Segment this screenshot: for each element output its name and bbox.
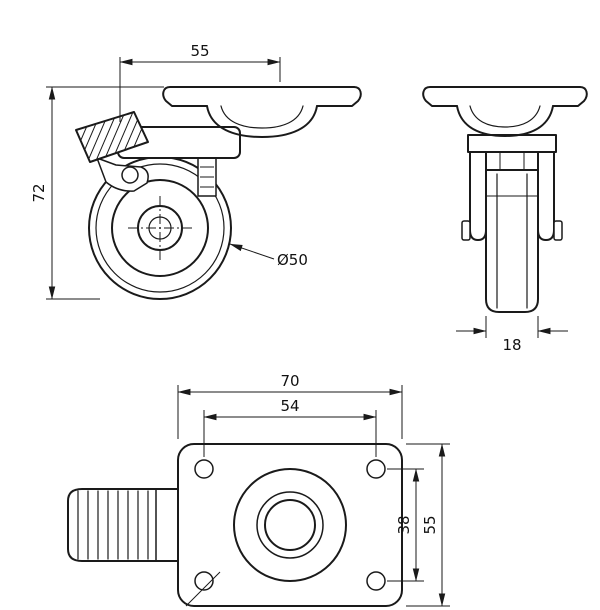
bolt-hole-top-right bbox=[366, 459, 386, 479]
top-plate-side bbox=[422, 86, 588, 137]
bolt-hole-top-left bbox=[194, 459, 214, 479]
dimension-plate-length: 70 bbox=[177, 372, 403, 439]
mounting-plate bbox=[177, 443, 403, 607]
fork-crown bbox=[467, 134, 557, 153]
fork-leg-right bbox=[537, 151, 555, 241]
dimension-bolt-spacing-length: 54 bbox=[203, 397, 377, 457]
swivel-dome-front bbox=[206, 105, 318, 138]
brake-block-side bbox=[485, 151, 539, 171]
top-view bbox=[67, 443, 403, 607]
axle-nub-right bbox=[553, 220, 563, 241]
side-view bbox=[422, 86, 588, 313]
dim-text-55-side: 55 bbox=[421, 515, 439, 534]
top-plate-front bbox=[162, 86, 362, 138]
axle-nub-left bbox=[461, 220, 471, 241]
front-view bbox=[75, 86, 362, 300]
swivel-raceway bbox=[233, 468, 347, 582]
brake-pivot bbox=[121, 166, 139, 184]
dim-text-54: 54 bbox=[280, 397, 299, 415]
dim-text-70: 70 bbox=[280, 372, 299, 390]
dimension-plate-width: 55 bbox=[406, 443, 450, 607]
dim-text-wheel-dia: Ø50 bbox=[277, 251, 308, 269]
brake-lever-plate bbox=[197, 156, 217, 197]
wheel-side bbox=[485, 169, 539, 313]
dim-text-18: 18 bbox=[502, 336, 521, 354]
swivel-dome-side bbox=[456, 105, 554, 137]
bolt-hole-bottom-left bbox=[194, 571, 214, 591]
fork-leg-left bbox=[469, 151, 487, 241]
dimension-bolt-spacing-width: 38 bbox=[387, 468, 424, 582]
dim-text-55-top: 55 bbox=[190, 42, 209, 60]
wheel-top bbox=[67, 488, 179, 562]
dimension-overall-height: 72 bbox=[30, 86, 164, 300]
dimension-wheel-diameter: Ø50 bbox=[229, 243, 308, 269]
hole-center-mark bbox=[185, 571, 221, 607]
dimension-wheel-width: 18 bbox=[456, 316, 568, 354]
dimension-top-offset: 55 bbox=[119, 42, 281, 122]
dim-text-72: 72 bbox=[30, 183, 48, 202]
bolt-hole-bottom-right bbox=[366, 571, 386, 591]
dim-text-38: 38 bbox=[395, 515, 413, 534]
